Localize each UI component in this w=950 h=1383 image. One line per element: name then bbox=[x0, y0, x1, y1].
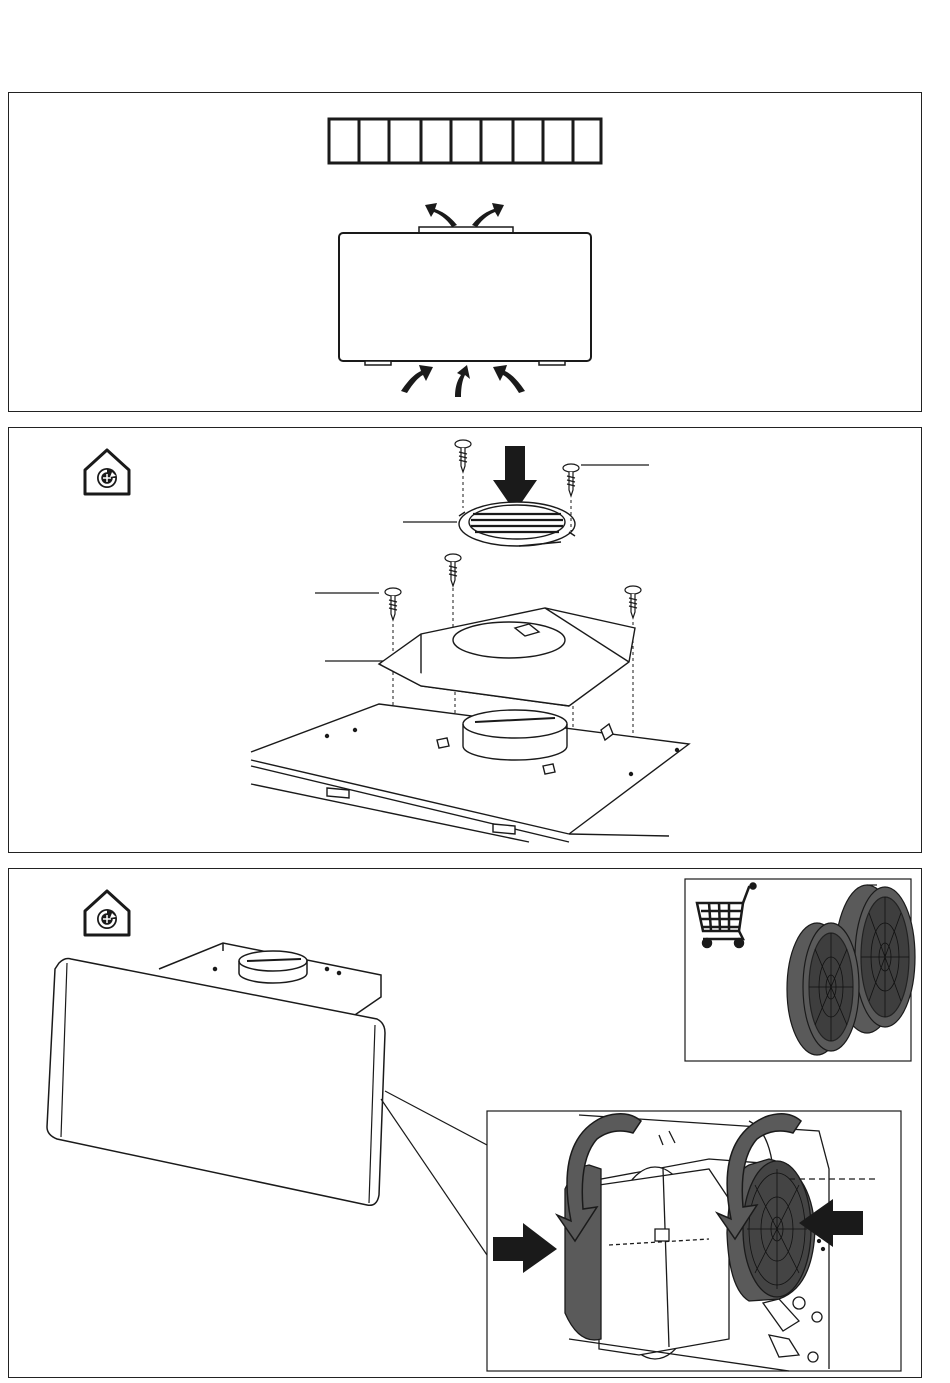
panel-carbon-filter-install bbox=[8, 868, 922, 1378]
adapter-cover bbox=[379, 608, 635, 706]
hood-top-view bbox=[339, 227, 591, 365]
outlet-assembly-illustration bbox=[9, 428, 923, 854]
filter-segment-strip bbox=[329, 119, 601, 163]
hood-perspective bbox=[47, 943, 385, 1205]
intake-arrow-icon bbox=[401, 365, 525, 397]
panel-mode-overview bbox=[8, 92, 922, 412]
panel-ducted-outlet-assembly bbox=[8, 427, 922, 853]
zoom-callout bbox=[381, 1091, 487, 1255]
hood-top-plate bbox=[251, 704, 689, 842]
filter-install-illustration bbox=[9, 869, 923, 1379]
exhaust-arrow-icon bbox=[425, 203, 504, 227]
round-grille bbox=[459, 502, 575, 546]
overview-illustration bbox=[9, 93, 923, 413]
